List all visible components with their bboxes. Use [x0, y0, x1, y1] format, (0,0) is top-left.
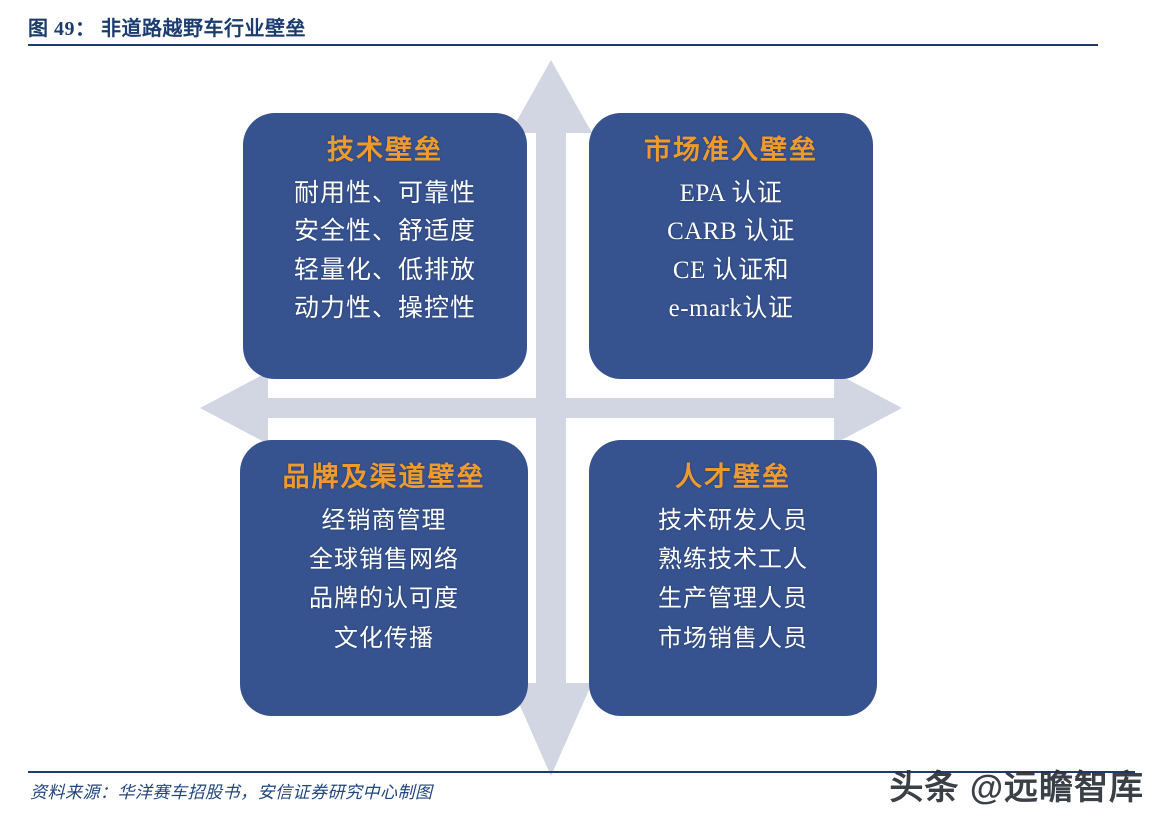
list-item: 市场销售人员	[658, 625, 808, 652]
quadrant-technology-items: 耐用性、可靠性 安全性、舒适度 轻量化、低排放 动力性、操控性	[294, 176, 476, 327]
quadrant-market-access-title: 市场准入壁垒	[644, 135, 818, 165]
list-item: 全球销售网络	[309, 547, 459, 574]
list-item: 技术研发人员	[658, 508, 808, 535]
list-item: 文化传播	[334, 625, 434, 652]
quadrant-brand-channel[interactable]: 品牌及渠道壁垒 经销商管理 全球销售网络 品牌的认可度 文化传播	[240, 440, 528, 716]
title-divider	[28, 44, 1098, 46]
quadrant-technology[interactable]: 技术壁垒 耐用性、可靠性 安全性、舒适度 轻量化、低排放 动力性、操控性	[243, 113, 527, 379]
list-item: e-mark认证	[668, 294, 794, 322]
watermark: 头条 @远瞻智库	[889, 769, 1144, 807]
quadrant-brand-channel-items: 经销商管理 全球销售网络 品牌的认可度 文化传播	[309, 503, 459, 658]
source-note: 资料来源：华洋赛车招股书，安信证券研究中心制图	[30, 783, 433, 802]
quadrant-talent[interactable]: 人才壁垒 技术研发人员 熟练技术工人 生产管理人员 市场销售人员	[589, 440, 877, 716]
list-item: EPA 认证	[679, 180, 783, 208]
quadrant-talent-title: 人才壁垒	[675, 462, 791, 492]
list-item: 生产管理人员	[658, 586, 808, 613]
list-item: 熟练技术工人	[658, 547, 808, 574]
list-item: 安全性、舒适度	[293, 218, 476, 246]
list-item: 动力性、操控性	[293, 294, 476, 322]
list-item: CARB 认证	[667, 218, 795, 246]
quadrant-technology-title: 技术壁垒	[327, 135, 443, 165]
quadrant-market-access-items: EPA 认证 CARB 认证 CE 认证和 e-mark认证	[667, 176, 795, 327]
list-item: 耐用性、可靠性	[293, 180, 476, 208]
quadrant-market-access[interactable]: 市场准入壁垒 EPA 认证 CARB 认证 CE 认证和 e-mark认证	[589, 113, 873, 379]
list-item: 品牌的认可度	[309, 586, 459, 613]
list-item: CE 认证和	[672, 256, 790, 284]
horizontal-axis-arrow	[200, 372, 902, 444]
footer-divider	[28, 771, 1135, 773]
page-title: 图 49： 非道路越野车行业壁垒	[28, 18, 306, 40]
quadrant-talent-items: 技术研发人员 熟练技术工人 生产管理人员 市场销售人员	[658, 503, 808, 658]
quadrant-brand-channel-title: 品牌及渠道壁垒	[282, 462, 486, 492]
list-item: 经销商管理	[321, 508, 447, 535]
list-item: 轻量化、低排放	[293, 256, 476, 284]
